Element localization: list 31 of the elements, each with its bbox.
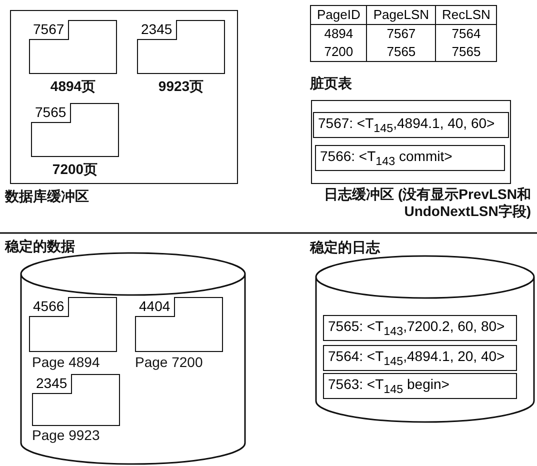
table-cell: 7565 <box>366 43 436 62</box>
log-record: 7565: <T$_{143}$,7200.2, 60, 80> <box>323 315 517 341</box>
lsn-field: 7567 <box>29 20 70 40</box>
table-cell: PageLSN <box>366 6 436 24</box>
log-record: 7563: <T$_{145}$ begin> <box>323 373 517 399</box>
section-heading: 数据库缓冲区 <box>5 188 89 206</box>
table-cell: 7567 <box>366 24 436 43</box>
page-caption: Page 9923 <box>32 427 100 443</box>
lsn-field: 4566 <box>29 297 70 317</box>
lsn-field: 7565 <box>31 103 72 123</box>
lsn-field: 2345 <box>137 20 178 40</box>
table-title: 脏页表 <box>310 75 352 93</box>
section-heading: 稳定的日志 <box>310 239 380 257</box>
lsn-field: 2345 <box>32 374 72 394</box>
table-cell: RecLSN <box>436 6 497 24</box>
table-cell: 7564 <box>436 24 497 43</box>
log-record: 7564: <T$_{145}$,4894.1, 20, 40> <box>323 345 517 371</box>
page-caption: 4894页 <box>49 78 97 96</box>
lsn-field: 4404 <box>135 297 176 317</box>
log-record: 7566: <T$_{143}$ commit> <box>315 145 505 171</box>
table-cell: 7200 <box>310 43 367 62</box>
page-caption: Page 4894 <box>32 354 100 370</box>
section-heading: 稳定的数据 <box>5 238 75 256</box>
page-caption: Page 7200 <box>135 354 203 370</box>
table-cell: 7565 <box>436 43 497 62</box>
page-caption: 7200页 <box>51 161 99 179</box>
log-record: 7567: <T$_{145}$,4894.1, 40, 60> <box>313 112 509 138</box>
table-cell: 4894 <box>310 24 367 43</box>
section-heading: 日志缓冲区 (没有显示PrevLSN和 UndoNextLSN字段) <box>323 186 531 220</box>
page-caption: 9923页 <box>157 78 205 96</box>
table-cell: PageID <box>310 6 367 24</box>
